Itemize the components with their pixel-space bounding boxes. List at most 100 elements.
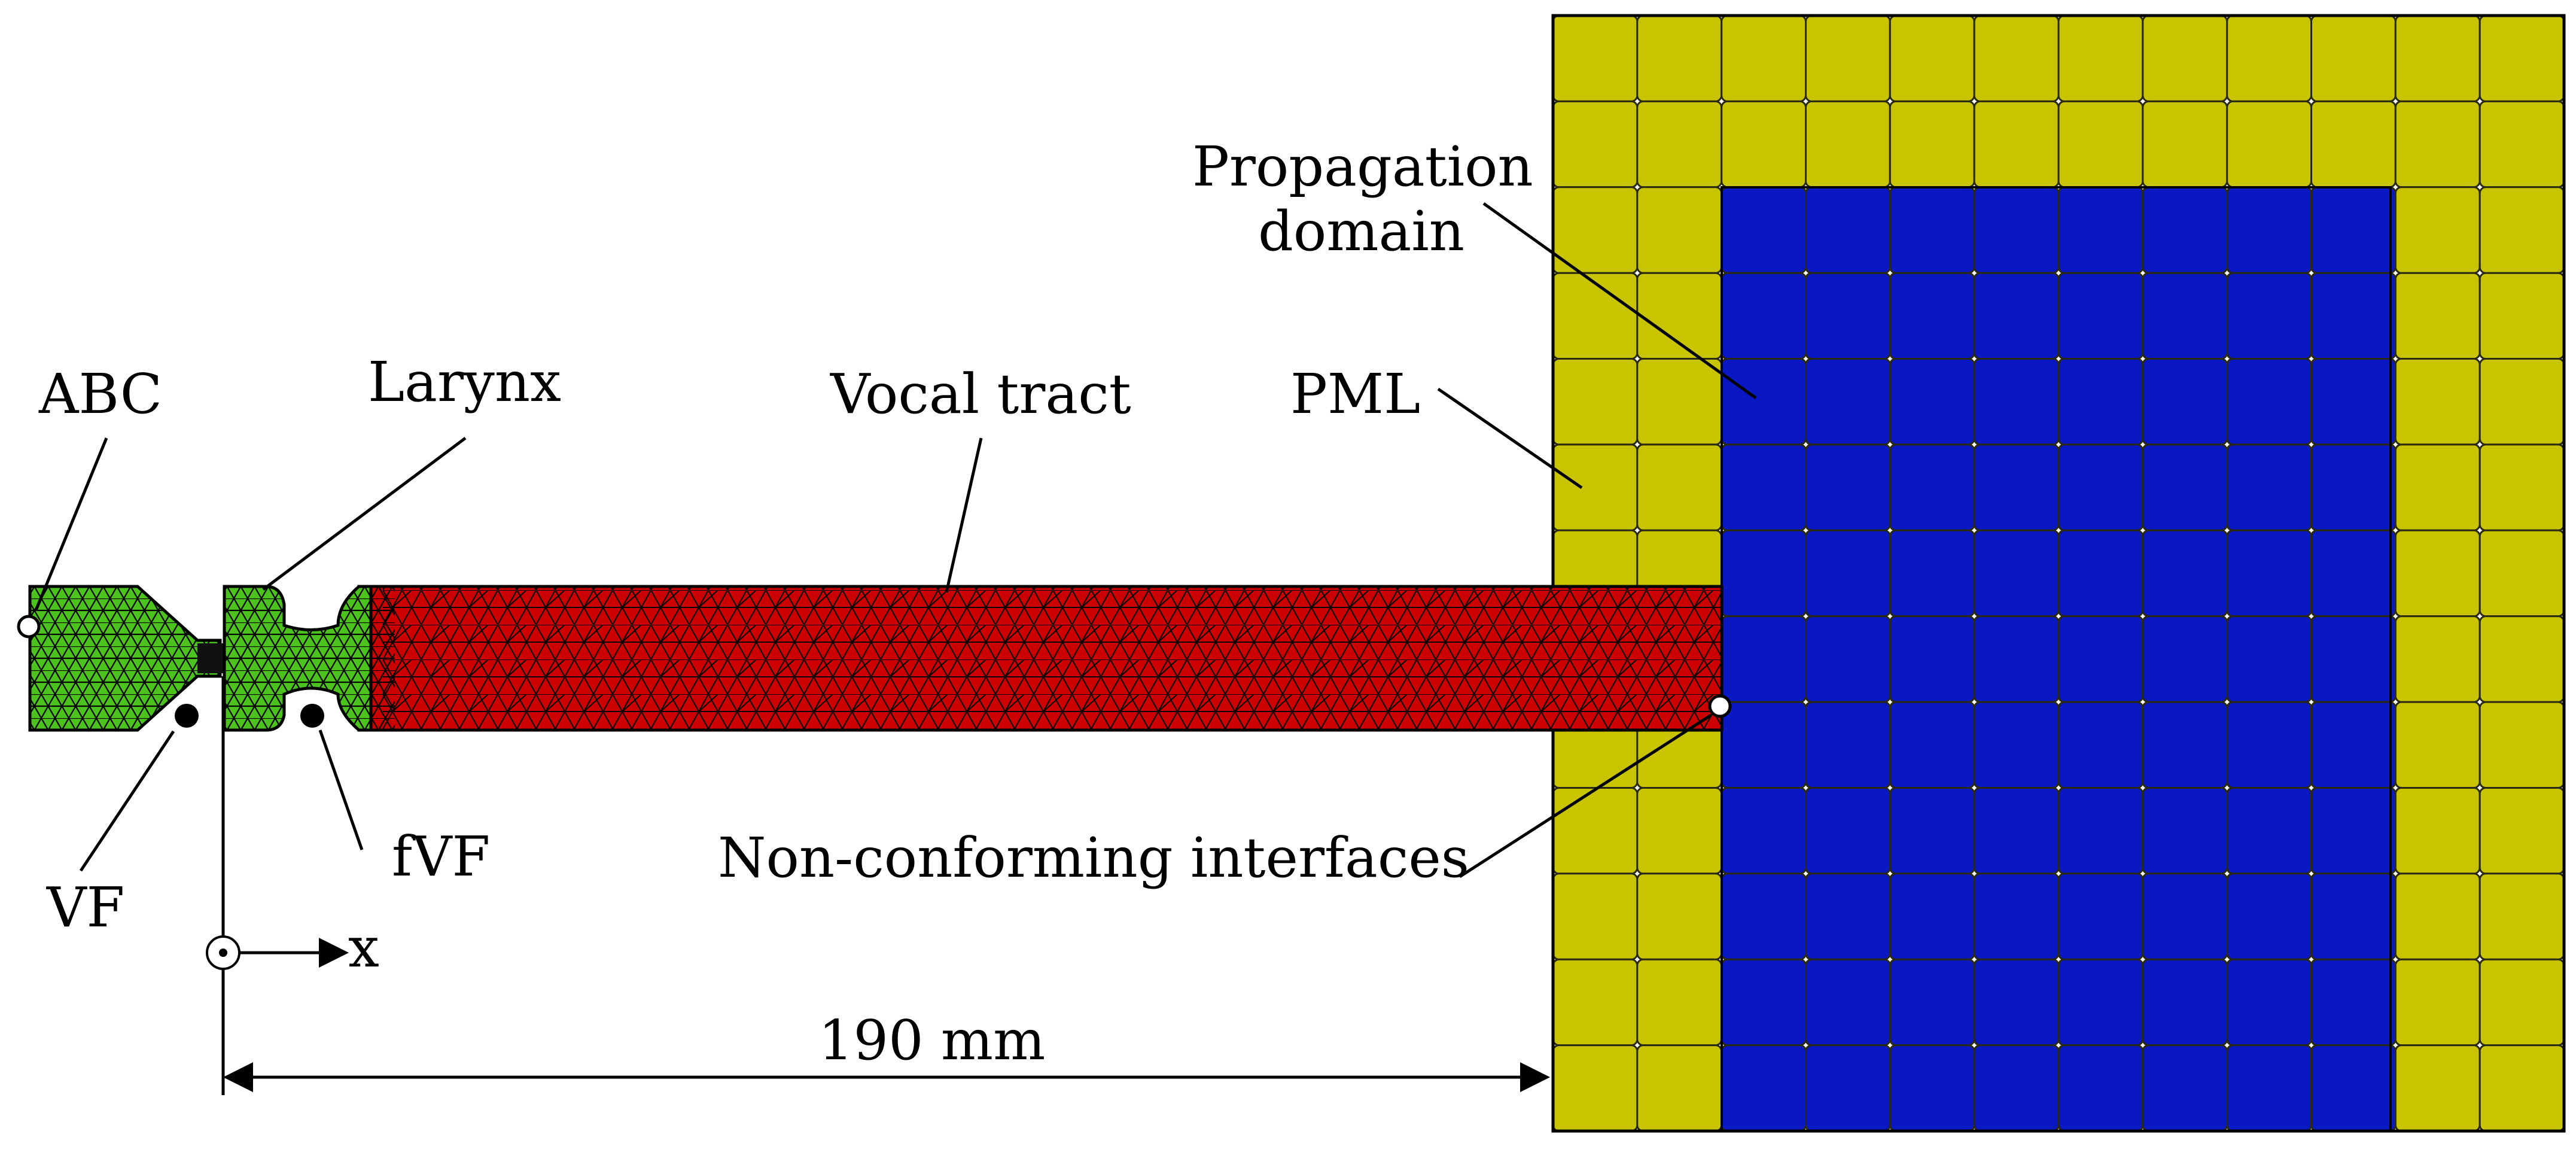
propagation-cell <box>2057 529 2144 618</box>
propagation-cell <box>2057 186 2144 274</box>
pml-cell <box>2478 701 2565 789</box>
propagation-cell <box>1721 358 1807 446</box>
propagation-cell <box>1889 529 1975 618</box>
propagation-cell <box>1973 358 2060 446</box>
propagation-cell <box>1805 873 1891 960</box>
propagation-cell <box>1973 873 2060 960</box>
propagation-cell <box>1889 272 1975 360</box>
propagation-cell <box>2142 272 2228 360</box>
origin-dot <box>219 949 227 957</box>
propagation-cell <box>2310 701 2397 789</box>
pml-cell <box>1552 873 1639 960</box>
propagation-cell <box>1805 615 1891 703</box>
propagation-cell <box>1805 358 1891 446</box>
pml-cell <box>1636 1044 1723 1132</box>
pml-cell <box>1552 443 1639 531</box>
propagation-label-line2: domain <box>1258 199 1464 263</box>
propagation-cell <box>1721 873 1807 960</box>
propagation-cell <box>1973 443 2060 531</box>
pml-cell <box>1636 787 1723 875</box>
pml-cell <box>2478 1044 2565 1132</box>
pml-cell <box>1636 14 1723 102</box>
pml-cell <box>2478 787 2565 875</box>
propagation-cell <box>2057 615 2144 703</box>
propagation-cell <box>2310 272 2397 360</box>
pml-cell <box>1552 958 1639 1047</box>
dimension-label: 190 mm <box>818 1008 1045 1072</box>
pml-label: PML <box>1290 362 1420 426</box>
propagation-cell <box>1889 873 1975 960</box>
pml-cell <box>2478 873 2565 960</box>
propagation-cell <box>1721 443 1807 531</box>
pml-cell <box>2394 1044 2481 1132</box>
pml-cell <box>2478 186 2565 274</box>
propagation-cell <box>2226 358 2312 446</box>
propagation-cell <box>1721 787 1807 875</box>
propagation-cell <box>2142 615 2228 703</box>
pml-cell <box>2394 14 2481 102</box>
pml-propagation-grid <box>1551 14 2566 1133</box>
pml-cell <box>1973 14 2060 102</box>
pml-cell <box>2142 100 2228 189</box>
fvf-leader-line <box>318 729 364 850</box>
propagation-cell <box>1889 615 1975 703</box>
propagation-cell <box>2142 1044 2228 1132</box>
pml-cell <box>2142 14 2228 102</box>
propagation-cell <box>2226 443 2312 531</box>
larynx-left-chamber-mesh <box>30 586 220 730</box>
propagation-cell <box>2310 186 2397 274</box>
propagation-cell <box>2142 443 2228 531</box>
larynx-region <box>28 585 373 732</box>
pml-cell <box>2478 529 2565 618</box>
pml-cell <box>1721 14 1807 102</box>
propagation-cell <box>2310 787 2397 875</box>
pml-cell <box>1552 100 1639 189</box>
pml-cell <box>2394 701 2481 789</box>
propagation-cell <box>2310 615 2397 703</box>
pml-cell <box>1889 14 1975 102</box>
propagation-cell <box>1973 958 2060 1047</box>
propagation-cell <box>1805 1044 1891 1132</box>
propagation-cell <box>2226 186 2312 274</box>
pml-cell <box>2478 958 2565 1047</box>
propagation-leader-line <box>1482 202 1757 400</box>
propagation-cell <box>1721 272 1807 360</box>
pml-leader-line <box>1437 387 1583 490</box>
pml-cell <box>2394 272 2481 360</box>
non-conforming-label: Non-conforming interfaces <box>718 826 1469 890</box>
propagation-cell <box>2057 358 2144 446</box>
vocal-tract-region <box>357 585 1724 732</box>
pml-cell <box>1552 358 1639 446</box>
vocal-tract-mesh <box>383 586 1722 730</box>
propagation-cell <box>1889 1044 1975 1132</box>
propagation-cell <box>1805 186 1891 274</box>
pml-cell <box>2394 529 2481 618</box>
propagation-cell <box>1889 358 1975 446</box>
pml-cell <box>2057 100 2144 189</box>
pml-cell <box>1552 272 1639 360</box>
propagation-cell <box>1889 701 1975 789</box>
propagation-cell <box>2057 272 2144 360</box>
propagation-cell <box>2226 787 2312 875</box>
pml-cell <box>1636 358 1723 446</box>
propagation-cell <box>2310 443 2397 531</box>
pml-cell <box>1636 958 1723 1047</box>
abc-label: ABC <box>38 362 162 426</box>
pml-cell <box>2394 100 2481 189</box>
larynx-leader-line <box>262 436 467 591</box>
propagation-cell <box>1805 272 1891 360</box>
vf-marker <box>175 704 199 728</box>
propagation-cell <box>2226 272 2312 360</box>
propagation-cell <box>1721 958 1807 1047</box>
propagation-cell <box>2226 701 2312 789</box>
propagation-cell <box>2142 358 2228 446</box>
pml-cell <box>1805 100 1891 189</box>
propagation-cell <box>2142 958 2228 1047</box>
propagation-cell <box>2142 787 2228 875</box>
vf-label: VF <box>46 876 124 940</box>
propagation-cell <box>2142 873 2228 960</box>
pml-cell <box>2478 443 2565 531</box>
pml-cell <box>2310 100 2397 189</box>
propagation-cell <box>1721 701 1807 789</box>
